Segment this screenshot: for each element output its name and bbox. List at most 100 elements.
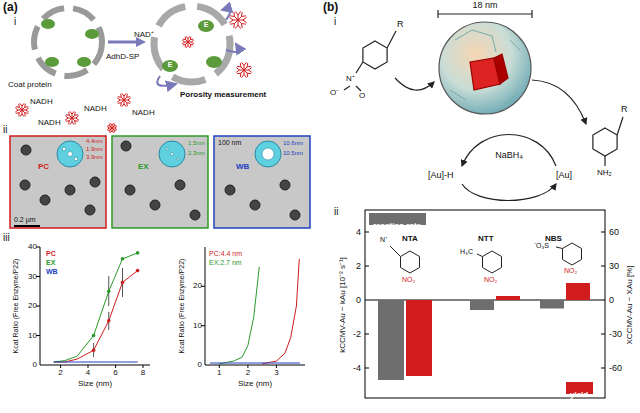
text-label: ii <box>334 206 338 218</box>
line-shape <box>112 126 114 128</box>
text-label: 10.5nm <box>283 150 303 157</box>
path-shape <box>450 30 520 104</box>
line-shape <box>70 122 72 125</box>
text-label: E <box>168 61 173 69</box>
text-label: Size (nm) <box>78 379 112 388</box>
text-label: 0.2 μm <box>14 216 36 224</box>
line-shape <box>390 246 401 257</box>
line-shape <box>437 10 438 18</box>
line-shape <box>120 94 122 97</box>
text-label: EX:2.7 nm <box>209 259 242 267</box>
line-shape <box>191 42 193 44</box>
line-shape <box>110 126 112 128</box>
rect-shape <box>406 300 432 376</box>
text-label: 0 <box>356 295 361 305</box>
line-shape <box>240 63 242 67</box>
polyline-shape <box>210 363 300 364</box>
line-shape <box>186 40 188 42</box>
line-shape <box>241 12 243 16</box>
line-shape <box>14 225 40 227</box>
path-shape <box>395 78 434 90</box>
line-shape <box>238 11 241 15</box>
ellipse-shape <box>85 29 99 39</box>
circle-shape <box>136 251 140 255</box>
line-shape <box>242 15 246 17</box>
text-label: 4 <box>86 368 90 377</box>
circle-shape <box>68 152 73 157</box>
line-shape <box>242 23 246 25</box>
text-label: Kcat Ratio (Free Enzyme/P22) <box>12 259 20 354</box>
circle-shape <box>107 290 111 294</box>
circle-shape <box>262 148 274 160</box>
circle-shape <box>225 185 235 195</box>
circle-shape <box>90 177 100 187</box>
line-shape <box>604 156 605 166</box>
path-shape <box>201 286 276 368</box>
text-label: Porosity measurement <box>180 90 266 99</box>
text-label: NaBH₄ <box>495 150 523 160</box>
line-shape <box>65 118 68 120</box>
circle-shape <box>85 205 95 215</box>
polygon-shape <box>593 128 617 156</box>
text-label: 0 <box>198 360 202 369</box>
line-shape <box>234 16 238 20</box>
text-label: H₃C <box>460 248 473 256</box>
text-label: NADH <box>84 104 107 113</box>
text-label: NH₂ <box>597 168 612 177</box>
text-label: Size (nm) <box>238 379 272 388</box>
legend-text: reaction rate <box>373 221 421 231</box>
text-label: 0 <box>33 360 37 369</box>
line-shape <box>234 20 238 24</box>
line-shape <box>108 129 110 130</box>
text-label: i <box>334 16 336 28</box>
path-shape <box>36 247 143 368</box>
line-shape <box>74 121 76 124</box>
line-shape <box>356 62 363 73</box>
text-label: R <box>397 19 404 29</box>
text-label: 0 <box>609 295 614 305</box>
circle-shape <box>21 145 31 155</box>
line-shape <box>248 70 251 72</box>
line-shape <box>556 247 563 249</box>
circle-shape <box>290 210 300 220</box>
text-label: ii <box>3 124 7 136</box>
text-label: AdhD-SP <box>106 52 139 61</box>
text-label: 10 <box>193 321 202 330</box>
circle-shape <box>62 147 66 151</box>
line-shape <box>117 100 120 102</box>
circle-shape <box>190 210 200 220</box>
text-label: 40 <box>28 242 37 251</box>
text-label: -2 <box>353 329 361 339</box>
line-shape <box>113 130 114 132</box>
ellipse-shape <box>198 20 214 32</box>
reduction-scheme <box>344 10 623 201</box>
line-shape <box>127 96 130 98</box>
text-label: 2 <box>58 368 62 377</box>
text-label: 1.5nm <box>188 140 205 147</box>
circle-shape <box>20 180 30 190</box>
path-shape <box>94 268 123 357</box>
text-label: N⁺ <box>380 236 387 244</box>
text-label: -4 <box>353 363 361 373</box>
polyline-shape <box>219 267 259 364</box>
text-label: 20 <box>193 281 202 290</box>
line-shape <box>186 45 188 47</box>
line-shape <box>229 17 233 20</box>
text-label: PC <box>38 162 49 171</box>
path-shape <box>157 76 176 86</box>
text-label: 30 <box>28 272 37 281</box>
circle-shape <box>57 141 83 167</box>
circle-shape <box>280 180 290 190</box>
line-shape <box>531 10 532 18</box>
text-label: NO₂ <box>402 276 415 284</box>
line-shape <box>190 39 193 40</box>
text-label: PC <box>46 250 56 258</box>
line-shape <box>235 25 238 29</box>
line-shape <box>229 20 233 23</box>
line-shape <box>387 31 396 48</box>
line-shape <box>20 103 22 106</box>
text-label: -60 <box>609 363 622 373</box>
text-label: 10.6nm <box>283 140 303 147</box>
text-label: NTT <box>478 234 494 243</box>
legend-box: reaction rate <box>369 213 426 225</box>
